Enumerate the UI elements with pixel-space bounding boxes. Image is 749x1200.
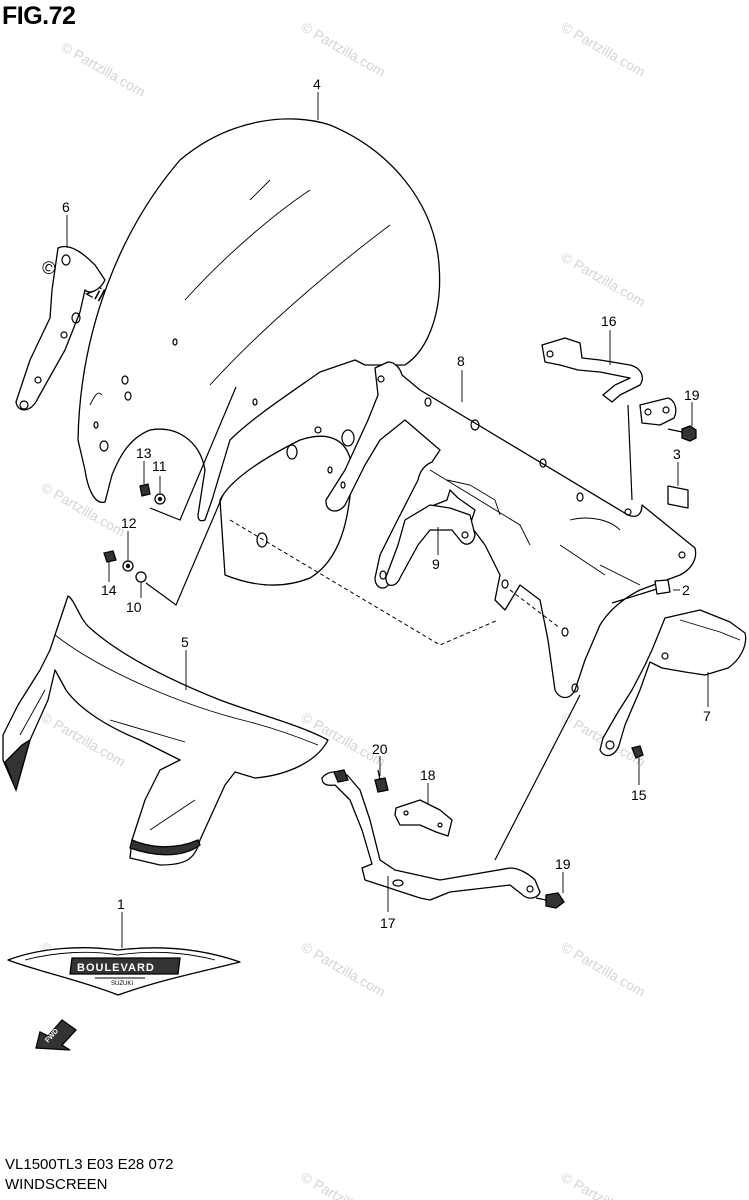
- watermark: © Partzilla.com: [39, 479, 129, 540]
- callout-8: 8: [457, 353, 465, 369]
- callout-12: 12: [121, 515, 137, 531]
- callout-1: 1: [117, 896, 125, 912]
- callout-7: 7: [703, 708, 711, 724]
- badge-text: BOULEVARD: [77, 962, 155, 974]
- callout-14: 14: [101, 582, 117, 598]
- assembly-lines: [145, 386, 661, 861]
- part-1-badge: BOULEVARD SUZUKI: [7, 947, 241, 996]
- callout-20: 20: [372, 741, 388, 757]
- model-code-label: VL1500TL3 E03 E28 072: [5, 1156, 174, 1173]
- part-7-right-bracket: [599, 609, 747, 759]
- part-16-stay: [541, 337, 677, 426]
- part-17-lower-stay: [321, 769, 565, 909]
- callout-18: 18: [420, 767, 436, 783]
- part-6-left-bracket: [15, 245, 106, 411]
- watermark: © Partzilla.com: [559, 19, 649, 80]
- section-name-label: WINDSCREEN: [5, 1176, 108, 1193]
- watermark: © Partzilla.com: [559, 249, 649, 310]
- callout-17: 17: [380, 915, 396, 931]
- callout-9: 9: [432, 556, 440, 572]
- callout-13: 13: [136, 445, 152, 461]
- callout-4: 4: [313, 76, 321, 92]
- callout-19-lower: 19: [555, 856, 571, 872]
- part-9-inner-bracket: [385, 479, 501, 587]
- callout-2: 2: [682, 582, 690, 598]
- callouts: 1 2 3 4 5 6 7 8 9 10 11 12 13: [62, 76, 711, 948]
- part-4-windscreen: [77, 118, 441, 522]
- badge-sub-text: SUZUKI: [111, 981, 133, 987]
- callout-15: 15: [631, 787, 647, 803]
- part-8-bracket: [325, 361, 697, 699]
- callout-10: 10: [126, 599, 142, 615]
- callout-3: 3: [673, 446, 681, 462]
- callout-19-upper: 19: [684, 387, 700, 403]
- figure-title: FIG.72: [2, 2, 76, 30]
- watermark: © Partzilla.com: [59, 39, 149, 100]
- fwd-arrow-icon: FWD: [35, 1019, 77, 1051]
- callout-16: 16: [601, 313, 617, 329]
- watermark: © Partzilla.com: [299, 19, 389, 80]
- part-5-lower-cowl: [2, 595, 329, 866]
- callout-6: 6: [62, 199, 70, 215]
- small-hardware: [103, 483, 166, 583]
- watermark: © Partzilla.com: [559, 1169, 649, 1200]
- small-parts-right: [654, 425, 697, 595]
- part-18-clamp: [374, 769, 453, 837]
- watermark: © Partzilla.com: [559, 939, 649, 1000]
- callout-11: 11: [152, 458, 167, 474]
- callout-5: 5: [181, 634, 189, 650]
- watermark: © Partzilla.com: [299, 1169, 389, 1200]
- watermark: © Partzilla.com: [299, 939, 389, 1000]
